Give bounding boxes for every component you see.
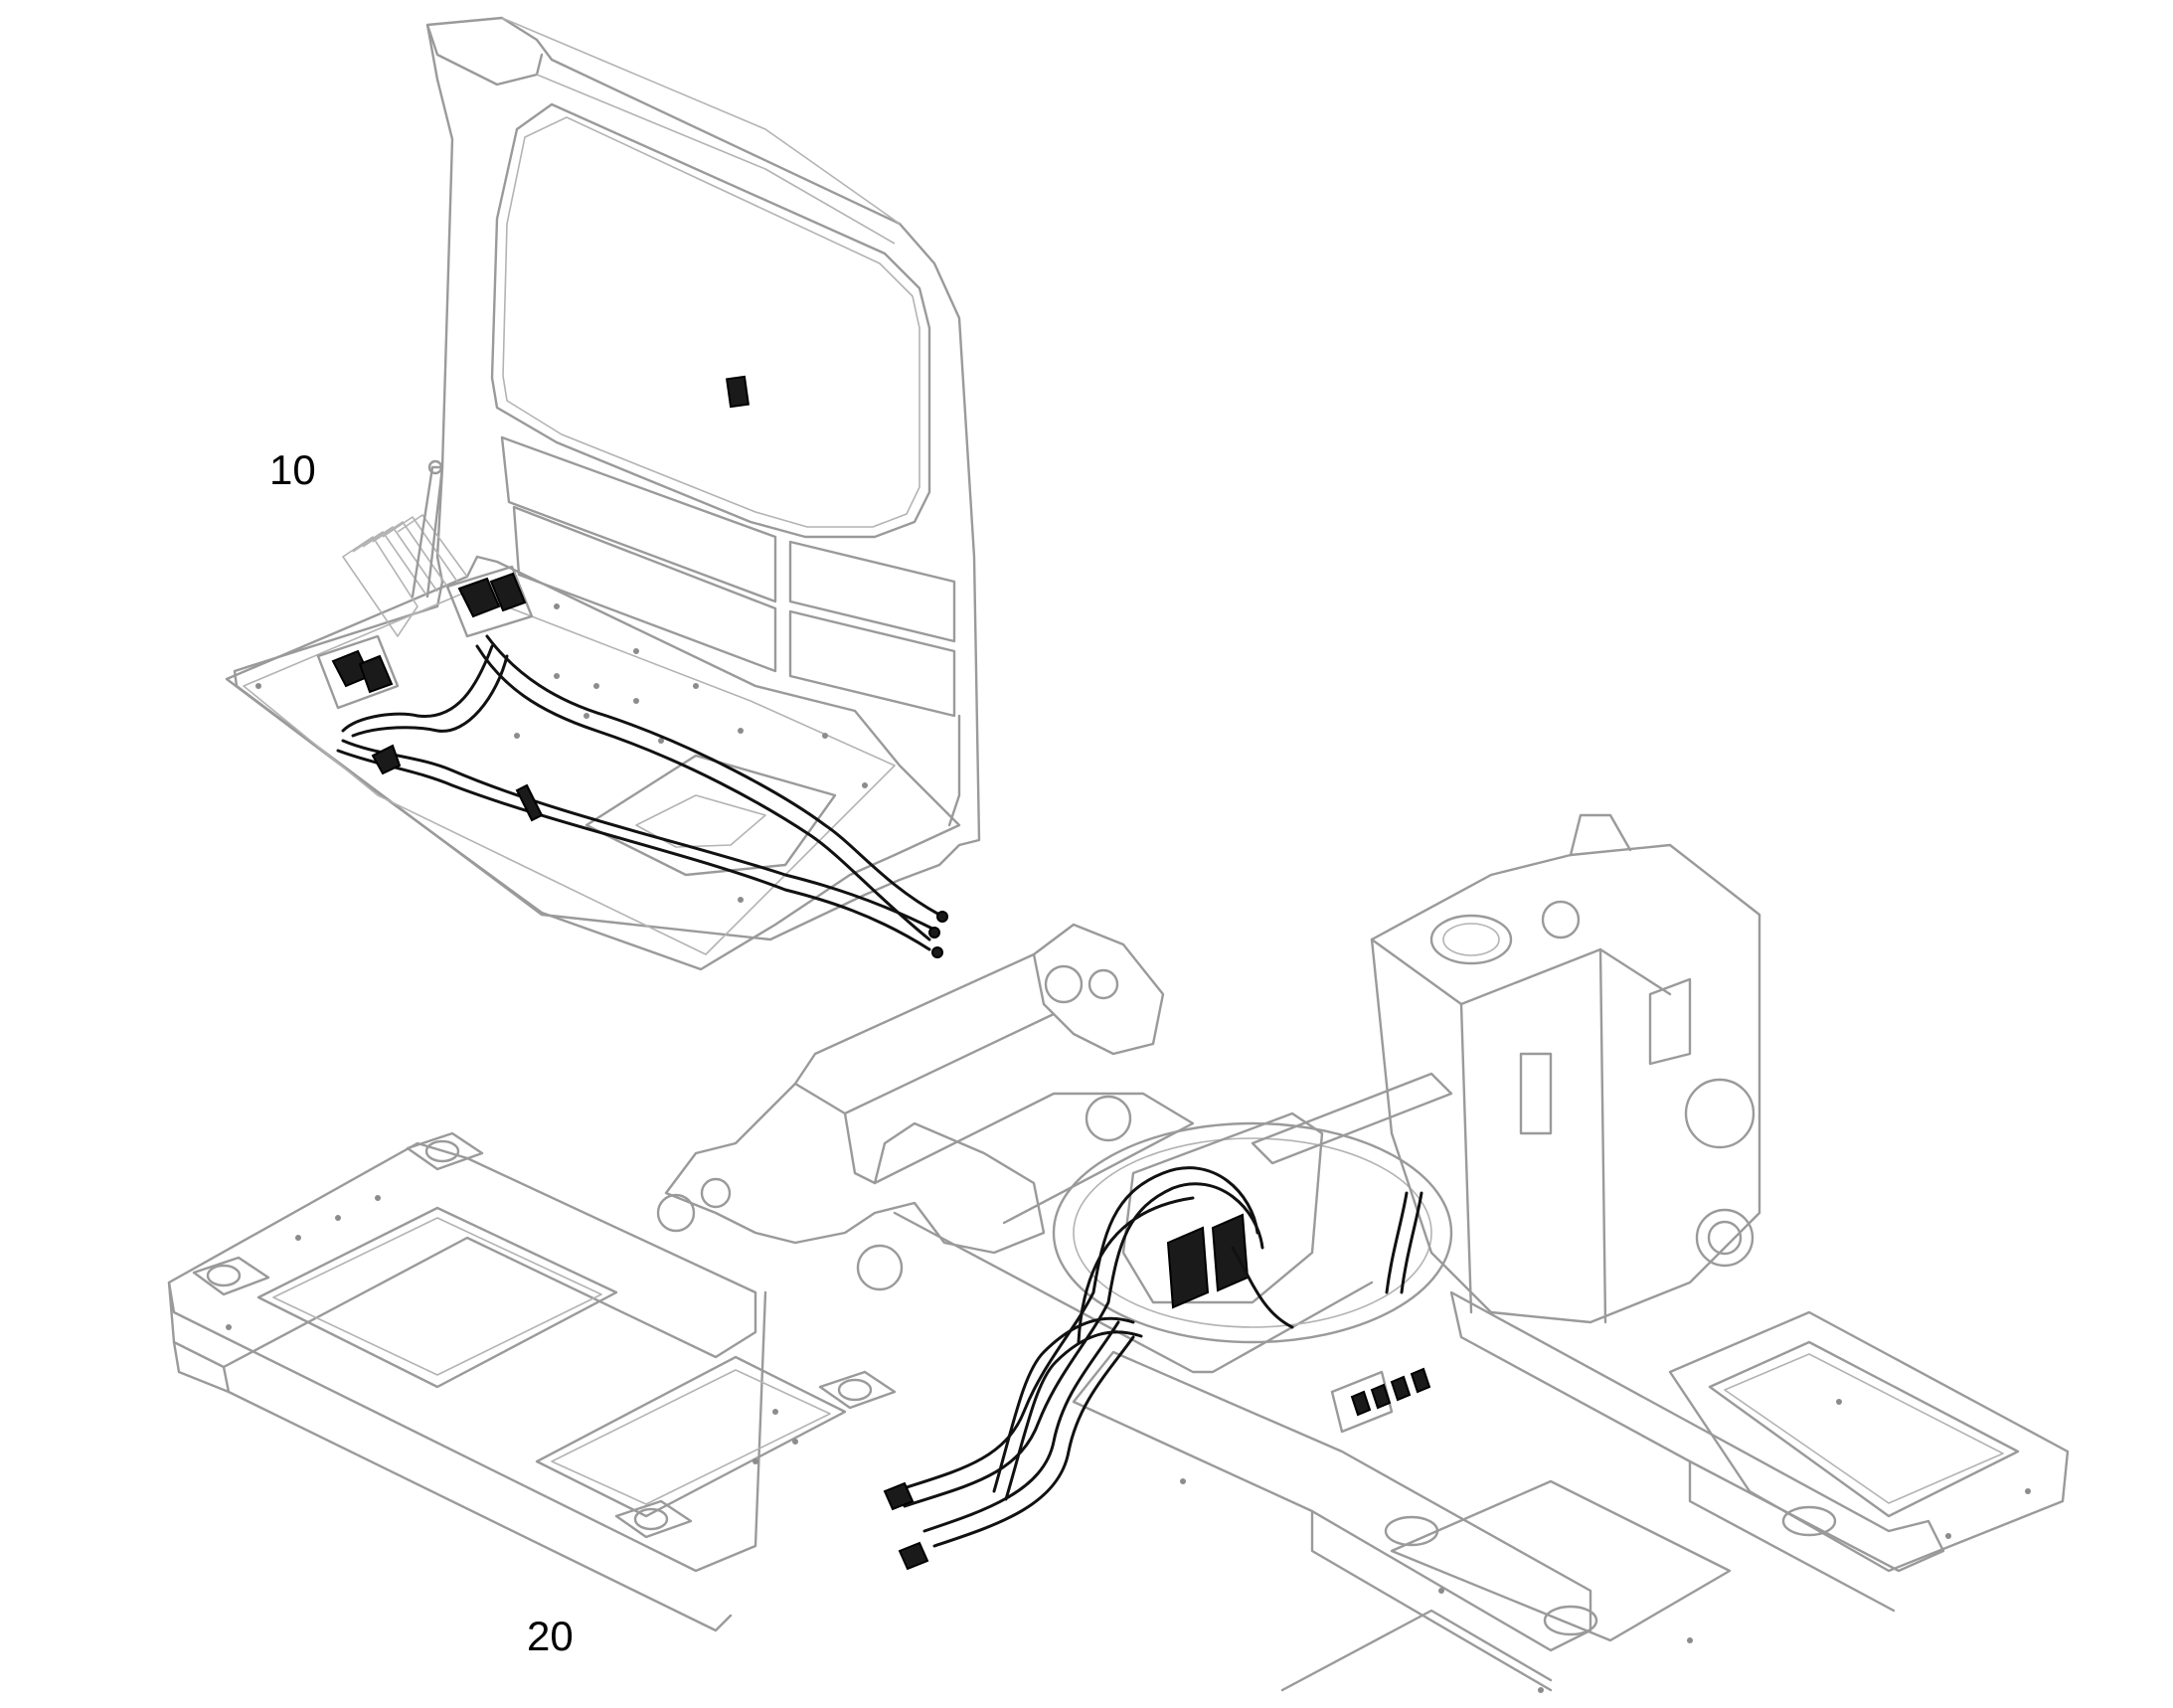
pedal-valve-right	[445, 565, 534, 638]
cab-floor-plate	[225, 555, 961, 971]
floor-bolt-holes	[255, 603, 868, 903]
callout-cab-assembly: 10	[269, 446, 316, 493]
cab-lower-panel	[500, 435, 777, 603]
main-frame-beam	[1072, 1350, 1592, 1652]
callout-frame-assembly: 20	[527, 1613, 574, 1659]
swing-ring	[1052, 1121, 1453, 1344]
boom-mount	[664, 1082, 1046, 1255]
frame-assembly	[167, 813, 2070, 1693]
frame-bolt-holes	[226, 1195, 2031, 1693]
cab-decal-icon	[726, 375, 750, 409]
right-track-frame	[1668, 1310, 2070, 1573]
left-track-frame	[167, 1141, 757, 1369]
pedal-valve-left	[316, 634, 400, 710]
travel-pedals	[342, 459, 468, 637]
cab-pilot-hoses	[336, 634, 948, 958]
frame-pilot-hoses	[883, 1166, 1423, 1571]
tank-filler-cap	[1429, 914, 1513, 965]
cab-window	[490, 102, 931, 539]
fuel-tank-block	[1370, 843, 1761, 1324]
cab-frame	[233, 16, 981, 941]
cab-assembly	[225, 16, 981, 971]
track-frame-pads	[192, 1131, 897, 1539]
